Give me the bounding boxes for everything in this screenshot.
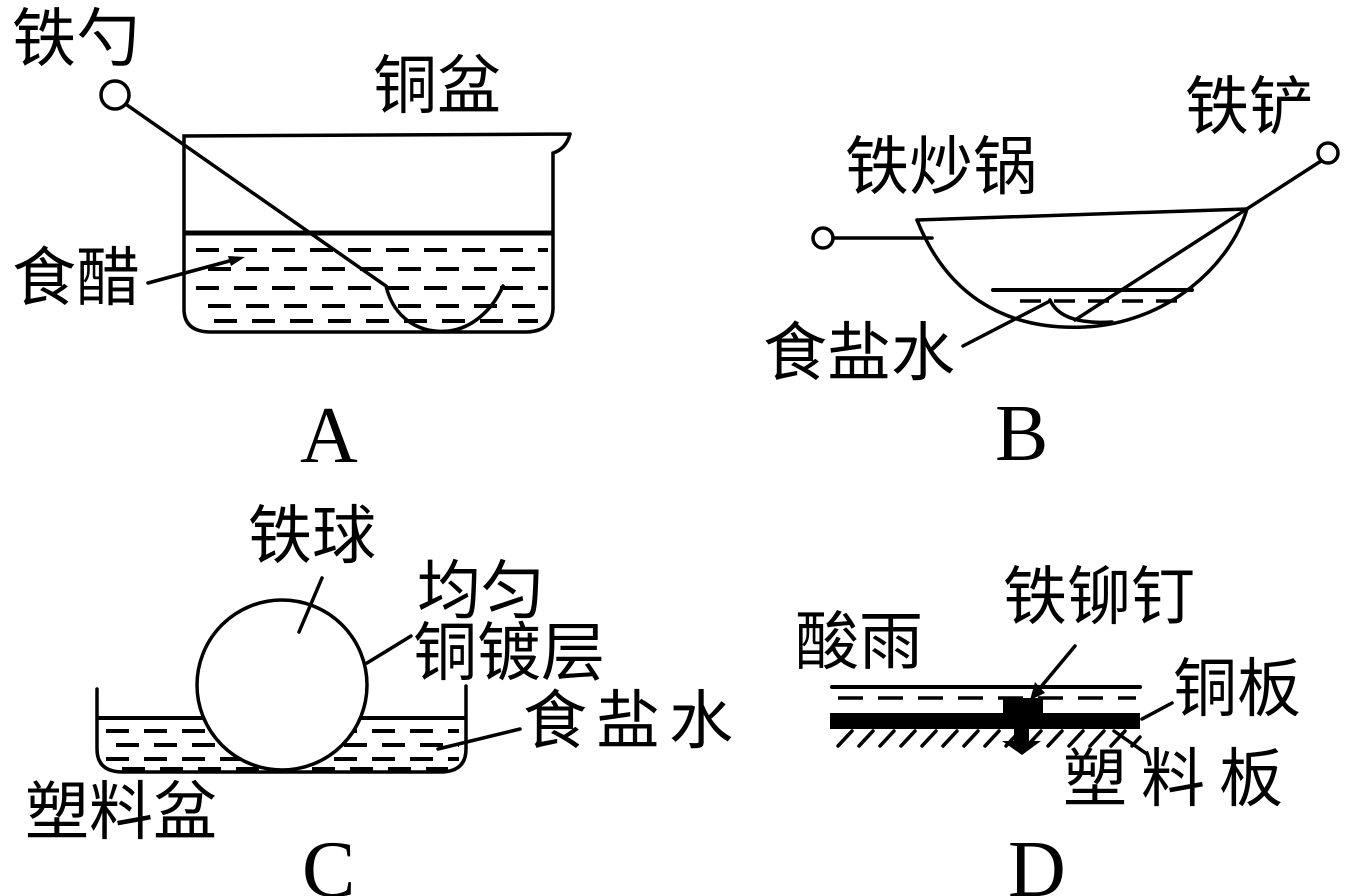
vinegar-dashes <box>196 248 548 323</box>
panel-c-drawing <box>95 576 522 774</box>
copper-plate-pointer-line <box>1140 701 1174 721</box>
spatula-handle-ring <box>1316 141 1340 165</box>
label-plastic-basin: 塑料盆 <box>25 777 217 848</box>
panel-d-drawing <box>830 644 1174 756</box>
spoon-bowl-curve <box>384 284 505 334</box>
panel-letter-b: B <box>995 390 1049 478</box>
label-acid-rain: 酸雨 <box>795 607 923 678</box>
label-iron-wok: 铁炒锅 <box>845 132 1037 203</box>
copper-basin-outline <box>182 132 572 334</box>
coating-pointer-line <box>365 634 413 665</box>
spoon-handle-ring <box>99 79 131 111</box>
spoon-handle-line <box>125 103 388 288</box>
wok-rim-line <box>915 207 1249 222</box>
wok-handle-ring <box>811 226 835 250</box>
plastic-basin-outline <box>95 684 468 774</box>
rivet-pointer-line <box>1038 644 1077 690</box>
iron-ball-pointer-line <box>297 576 324 634</box>
label-iron-ball: 铁球 <box>248 501 376 572</box>
panel-b-drawing <box>811 141 1340 348</box>
label-iron-rivet: 铁铆钉 <box>1003 562 1195 633</box>
label-coating-line1: 均匀 <box>417 556 545 627</box>
salt-water-pointer-line-b <box>961 299 1052 348</box>
label-copper-plate: 铜板 <box>1173 654 1301 725</box>
iron-ball <box>195 598 369 772</box>
vinegar-pointer-line <box>146 258 235 285</box>
spatula-blade-curve <box>1048 298 1114 325</box>
rivet-tip-arrowhead <box>1002 741 1041 755</box>
copper-plate-bar <box>830 713 1140 729</box>
label-copper-basin: 铜盆 <box>373 51 501 122</box>
label-salt-water-b: 食盐水 <box>763 318 955 389</box>
wok-bowl-curve <box>915 207 1249 329</box>
panel-letter-a: A <box>300 392 358 480</box>
label-salt-water-c: 食盐水 <box>523 686 742 757</box>
vinegar-pointer-arrowhead <box>228 256 245 266</box>
panel-letter-c: C <box>302 826 356 896</box>
label-plastic-board: 塑料板 <box>1063 744 1297 815</box>
salt-water-pointer-line-c <box>436 727 522 751</box>
label-coating-line2: 铜镀层 <box>413 618 605 689</box>
label-iron-spoon: 铁勺 <box>12 4 140 75</box>
panel-a-drawing <box>99 79 572 334</box>
label-iron-spatula: 铁铲 <box>1185 72 1313 143</box>
spatula-handle-line <box>1073 159 1323 322</box>
panel-letter-d: D <box>1008 826 1066 896</box>
plastic-board-pointer-line <box>1112 729 1149 756</box>
label-vinegar: 食醋 <box>12 243 140 314</box>
rivet-pointer-arrowhead <box>1030 682 1045 700</box>
rivet-head <box>1003 698 1043 713</box>
plastic-board-hatching <box>836 729 1142 748</box>
